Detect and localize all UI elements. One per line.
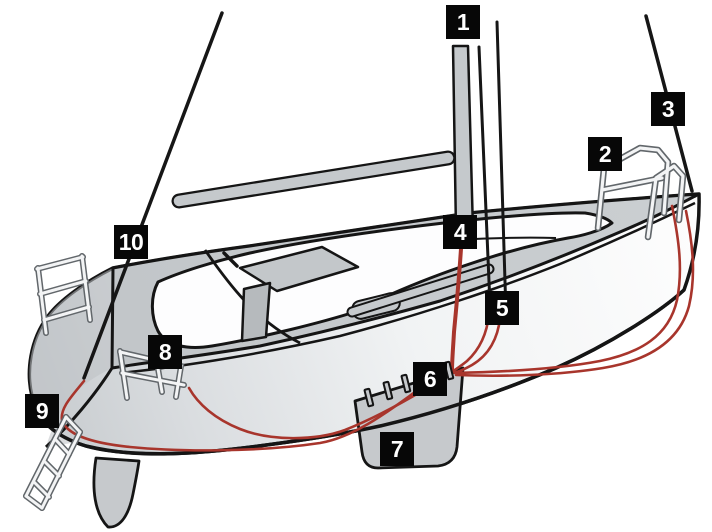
deck-cleat — [222, 251, 239, 268]
bow-ground-wire-1 — [453, 204, 682, 375]
callout-1-mast: 1 — [446, 5, 480, 39]
backstay-line — [82, 11, 224, 380]
shroud-line-outer — [495, 20, 508, 316]
callout-7-keel: 7 — [380, 432, 414, 466]
companionway-panel — [240, 281, 272, 343]
chainplate-ground-wire-2 — [451, 316, 502, 375]
rudder — [92, 456, 141, 529]
bow-pulpit-rail — [594, 144, 687, 241]
stern-ladder — [23, 414, 83, 511]
callout-8-stern-pushpit: 8 — [148, 335, 182, 369]
stern-pushpit-far — [34, 253, 93, 336]
genoa-track — [346, 263, 495, 318]
gunwale-line — [119, 201, 696, 375]
callout-5-chainplates: 5 — [485, 291, 519, 325]
callout-6-ground-point: 6 — [413, 362, 447, 396]
shroud-line-inner — [477, 45, 492, 307]
callout-3-forestay: 3 — [651, 92, 685, 126]
mast-ground-wire — [450, 230, 464, 373]
boom — [171, 150, 456, 209]
bow-ground-wire-2 — [454, 209, 695, 378]
callout-4-mast-base: 4 — [443, 215, 477, 249]
callout-10-backstay: 10 — [114, 225, 148, 259]
chainplate-ground-wire-1 — [450, 312, 491, 374]
callout-9-stern-ladder: 9 — [25, 394, 59, 428]
mast — [451, 44, 475, 233]
callout-2-bow-pulpit: 2 — [588, 137, 622, 171]
